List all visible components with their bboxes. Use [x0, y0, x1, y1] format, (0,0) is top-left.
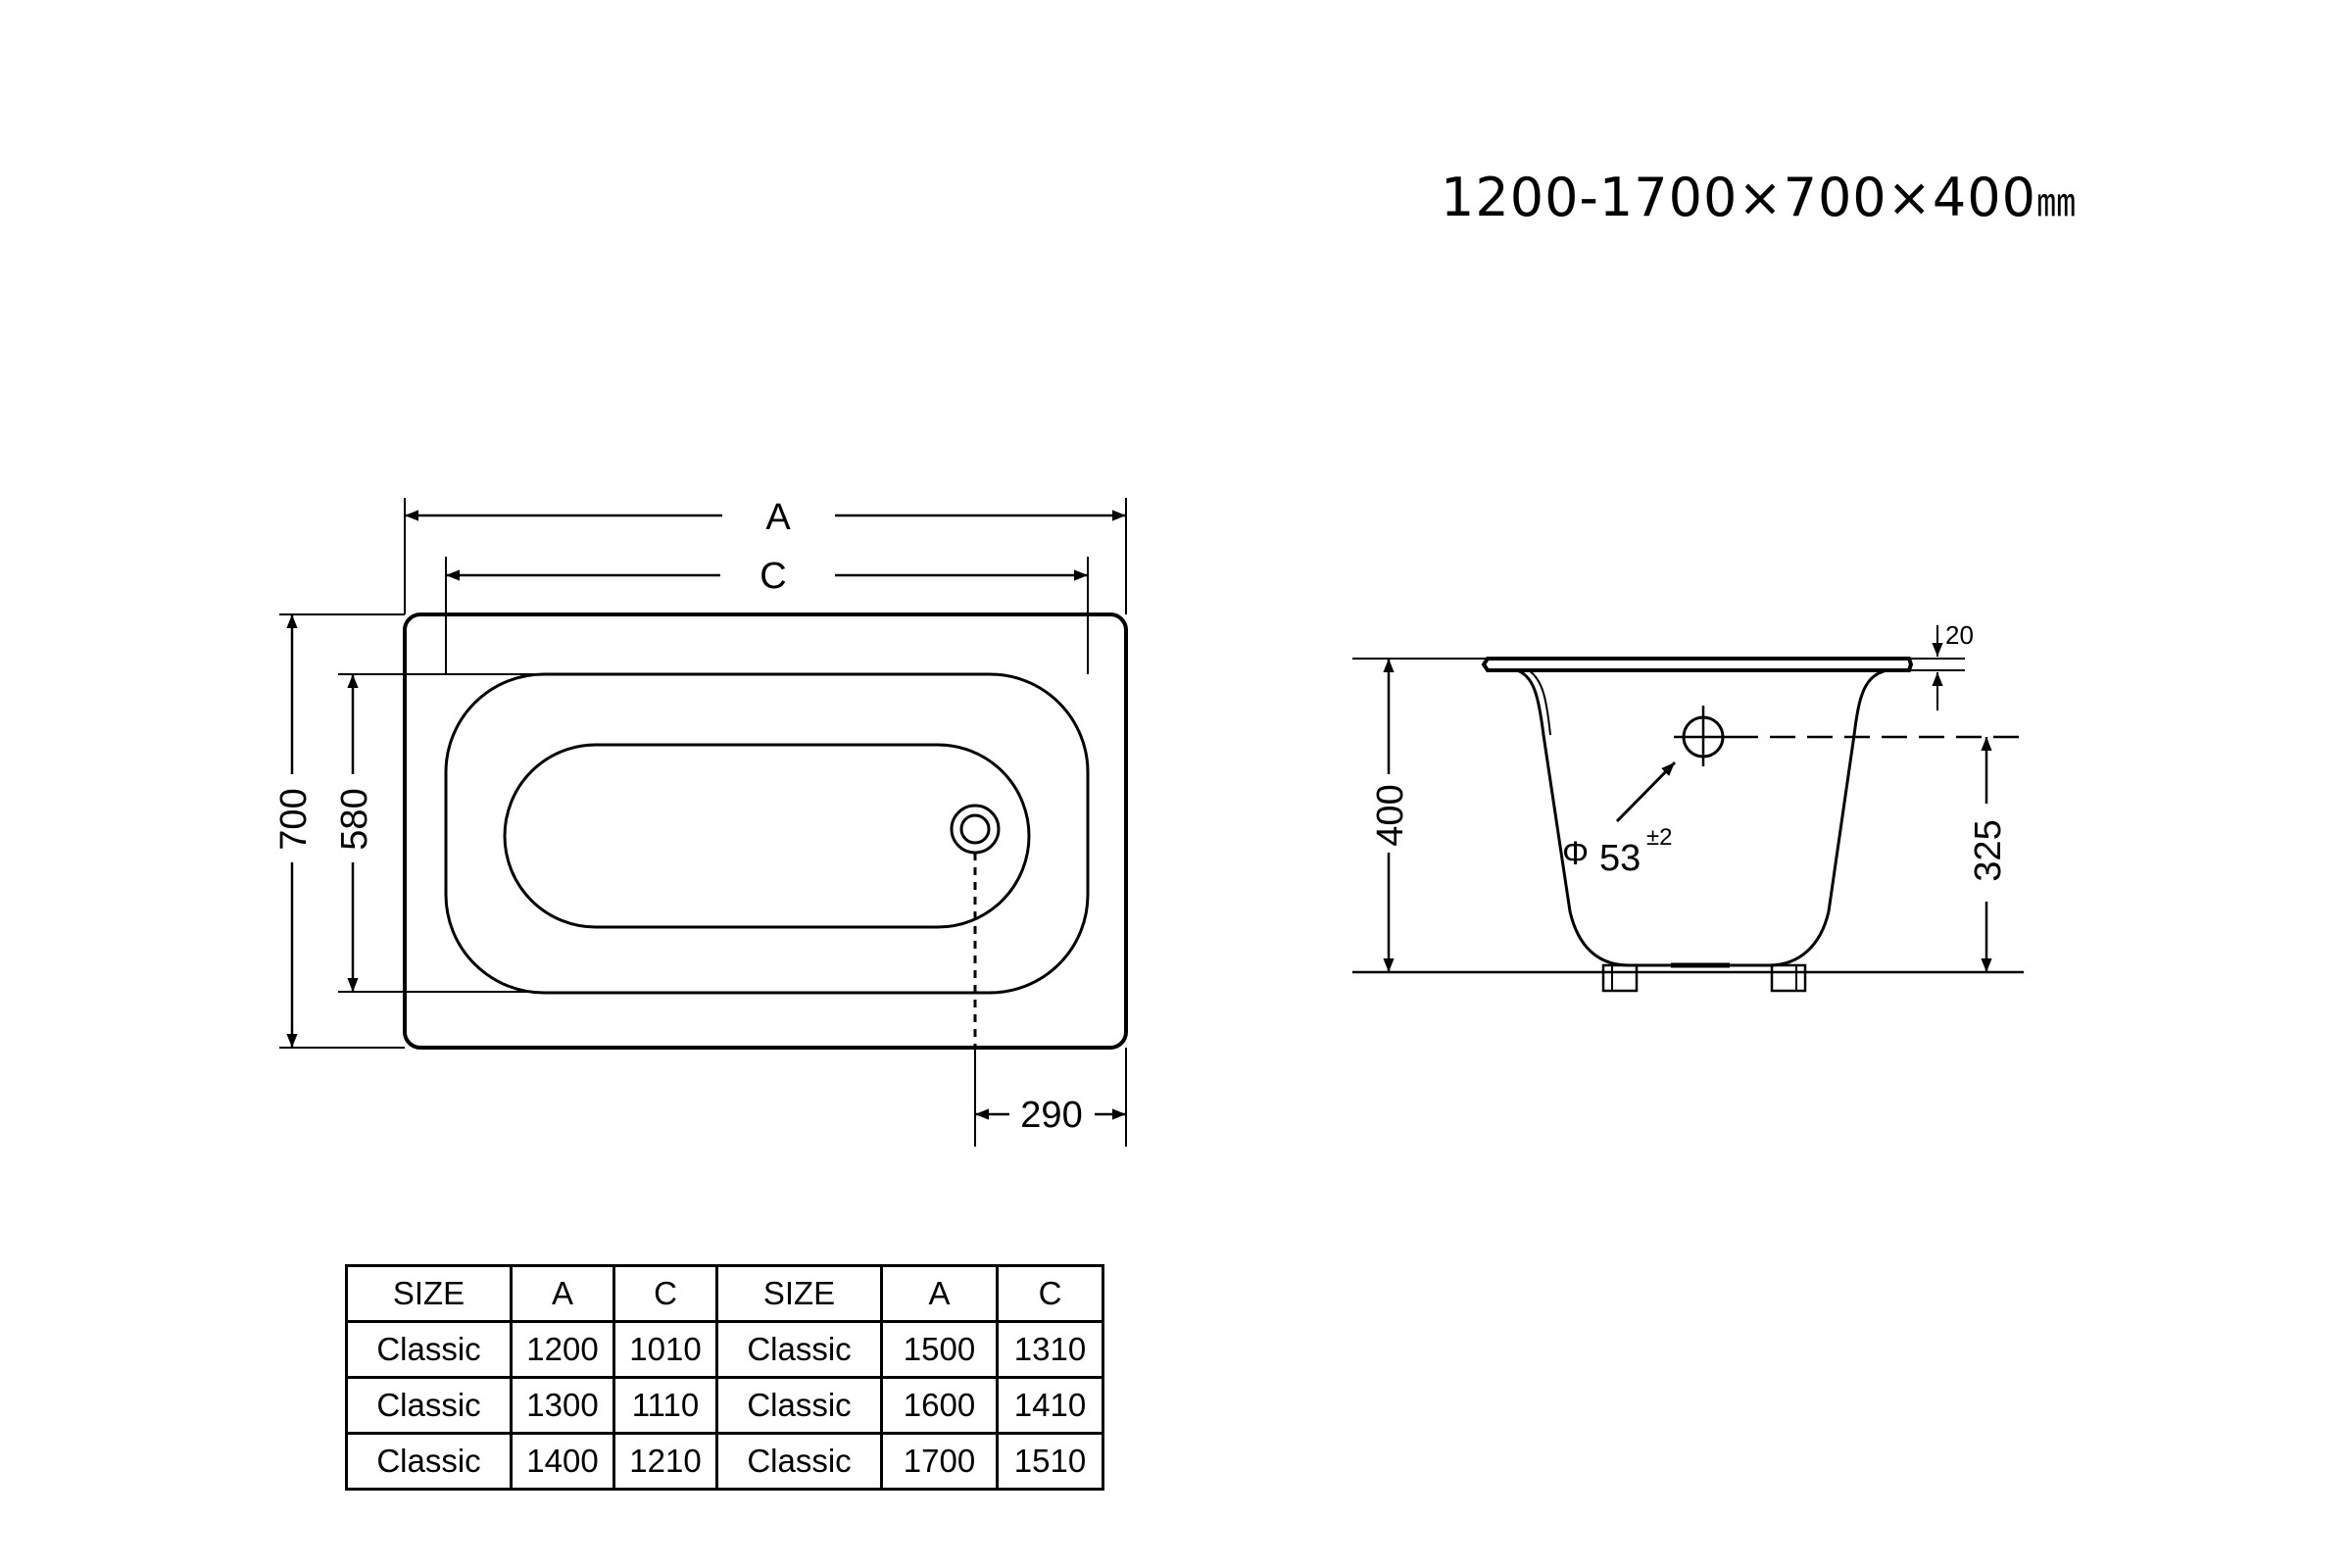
dimension-title: 1200-1700×700×400㎜	[1441, 167, 2077, 228]
table-row: Classic 1200 1010 Classic 1500 1310	[345, 1320, 1104, 1379]
overflow-leader	[1615, 760, 1677, 823]
table-header-row: SIZE A C SIZE A C	[345, 1264, 1104, 1323]
table-cell: 1410	[996, 1376, 1104, 1435]
table-cell: Classic	[345, 1376, 513, 1435]
table-cell: Classic	[715, 1320, 883, 1379]
dim-label-580: 580	[334, 788, 375, 850]
tub-body-inner	[1528, 669, 1551, 736]
label-c: C	[760, 556, 786, 597]
table-cell: 1310	[996, 1320, 1104, 1379]
title-text: 1200-1700×700×400	[1441, 167, 2036, 228]
table-cell: 1200	[510, 1320, 615, 1379]
plan-view	[279, 498, 1128, 1147]
table-header: A	[880, 1264, 999, 1323]
tub-rim-profile	[1481, 657, 1914, 672]
table-cell: 1210	[612, 1432, 718, 1491]
size-table: SIZE A C SIZE A C Classic 1200 1010 Clas…	[345, 1264, 1104, 1491]
table-cell: 1500	[880, 1320, 999, 1379]
table-cell: 1510	[996, 1432, 1104, 1491]
dim-label-20: 20	[1945, 620, 1974, 650]
tub-basin-outer	[444, 672, 1090, 995]
side-view	[1352, 625, 2024, 993]
table-cell: Classic	[345, 1320, 513, 1379]
tub-foot-left	[1601, 963, 1639, 993]
table-cell: 1110	[612, 1376, 718, 1435]
dim-label-325: 325	[1968, 819, 2009, 881]
overflow-diameter-symbol: Φ	[1562, 835, 1589, 872]
table-row: Classic 1400 1210 Classic 1700 1510	[345, 1432, 1104, 1491]
table-header: C	[996, 1264, 1104, 1323]
tub-body-profile	[1516, 668, 1887, 967]
table-cell: Classic	[715, 1376, 883, 1435]
table-header: SIZE	[345, 1264, 513, 1323]
table-header: A	[510, 1264, 615, 1323]
dim-label-400: 400	[1370, 784, 1411, 846]
table-cell: 1600	[880, 1376, 999, 1435]
dim-label-700: 700	[273, 788, 315, 850]
label-a: A	[765, 497, 791, 538]
tub-outer-rim	[403, 612, 1128, 1050]
table-header: SIZE	[715, 1264, 883, 1323]
table-cell: Classic	[715, 1432, 883, 1491]
table-cell: 1700	[880, 1432, 999, 1491]
table-header: C	[612, 1264, 718, 1323]
table-cell: 1010	[612, 1320, 718, 1379]
dim-label-290: 290	[1020, 1095, 1082, 1136]
drain-inner	[959, 813, 991, 845]
title-unit: ㎜	[2035, 180, 2077, 225]
tub-foot-right	[1770, 963, 1807, 993]
tub-basin-inner	[503, 743, 1031, 929]
overflow-diameter: 53	[1599, 838, 1641, 879]
table-cell: Classic	[345, 1432, 513, 1491]
drain-outer	[950, 804, 1001, 855]
overflow-tolerance: ±2	[1646, 824, 1673, 851]
table-cell: 1400	[510, 1432, 615, 1491]
table-row: Classic 1300 1110 Classic 1600 1410	[345, 1376, 1104, 1435]
table-cell: 1300	[510, 1376, 615, 1435]
